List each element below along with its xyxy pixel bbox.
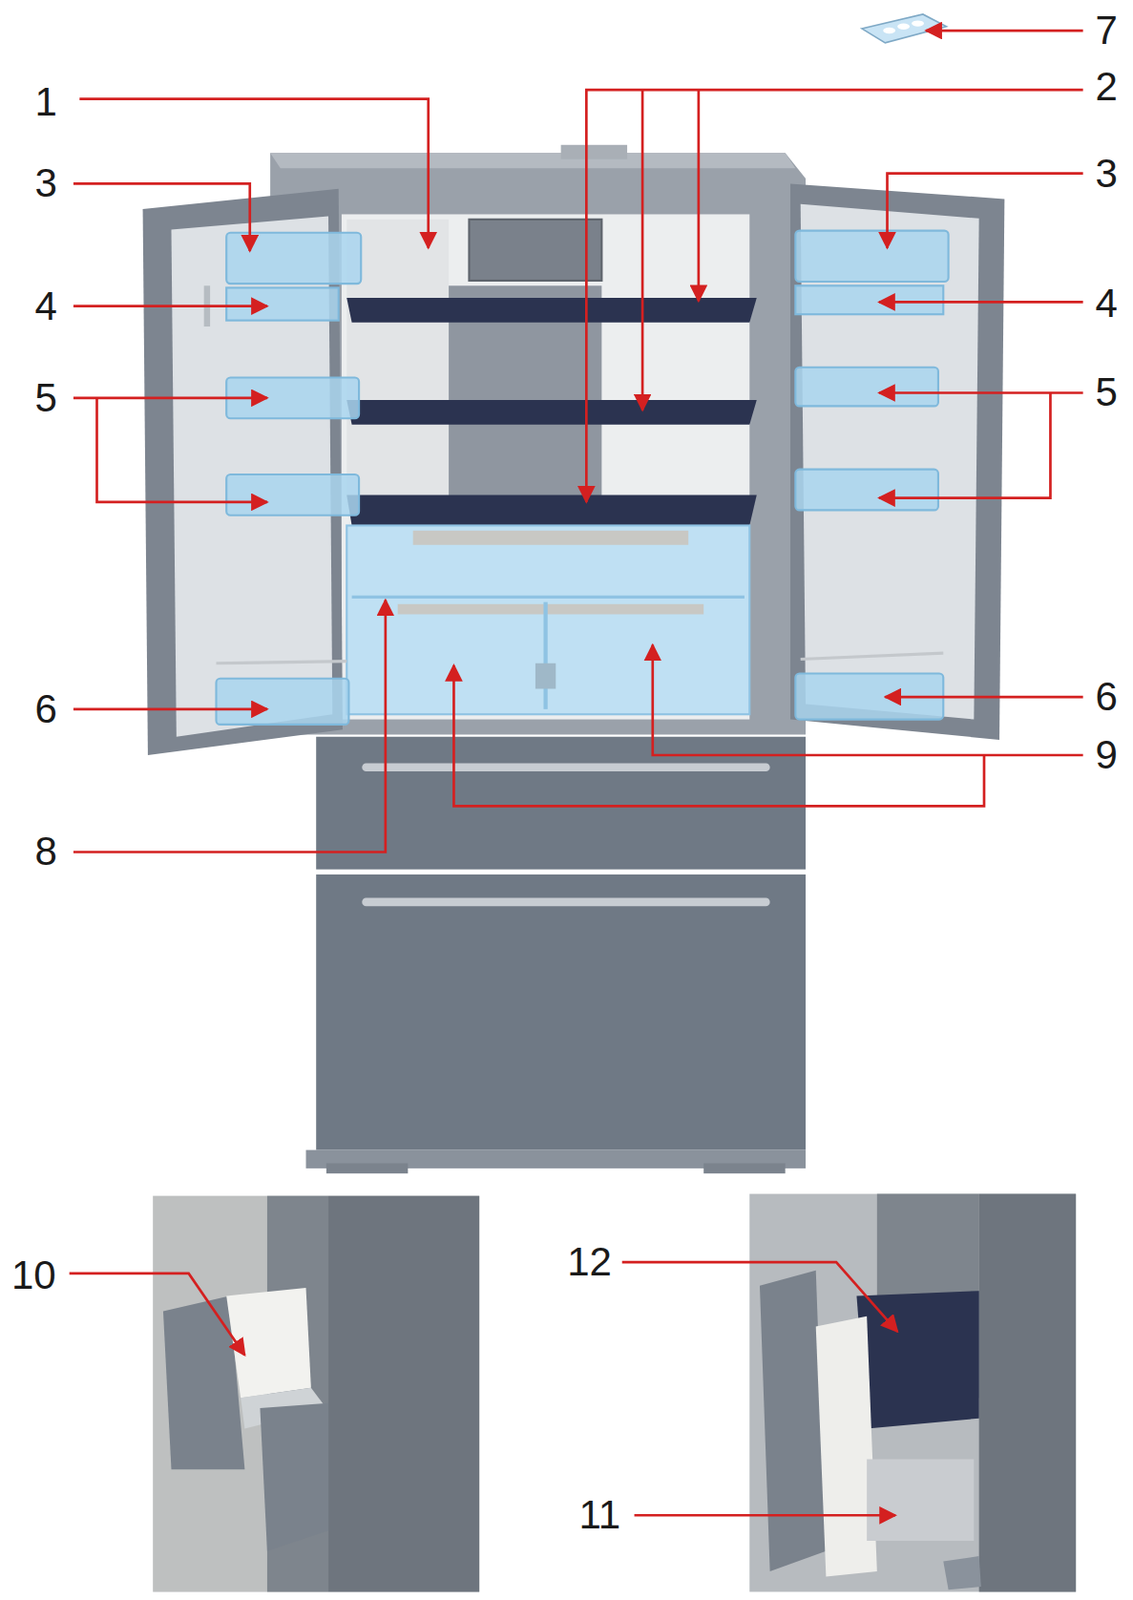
callout-number: 3 bbox=[34, 163, 57, 204]
callout-number: 6 bbox=[1095, 676, 1118, 717]
callout-number: 4 bbox=[1095, 283, 1118, 324]
callout-number: 6 bbox=[34, 689, 57, 730]
callout-number: 5 bbox=[1095, 372, 1118, 413]
callout-number: 7 bbox=[1095, 10, 1118, 51]
ice-tray bbox=[861, 14, 947, 43]
freezer-drawer-inset bbox=[152, 1195, 480, 1593]
callout-number: 11 bbox=[578, 1494, 621, 1535]
callout-number: 3 bbox=[1095, 153, 1118, 194]
freezer-drawer-inset bbox=[749, 1194, 1076, 1593]
callout-number: 4 bbox=[34, 286, 57, 327]
callout-number: 1 bbox=[34, 82, 57, 123]
callout-number: 8 bbox=[34, 831, 57, 872]
leader-lines bbox=[69, 30, 1084, 1515]
callout-number: 12 bbox=[566, 1241, 612, 1282]
callout-number: 9 bbox=[1095, 734, 1118, 776]
callout-number: 2 bbox=[1095, 66, 1118, 107]
callout-number: 10 bbox=[11, 1255, 57, 1296]
callout-number: 5 bbox=[34, 377, 57, 419]
